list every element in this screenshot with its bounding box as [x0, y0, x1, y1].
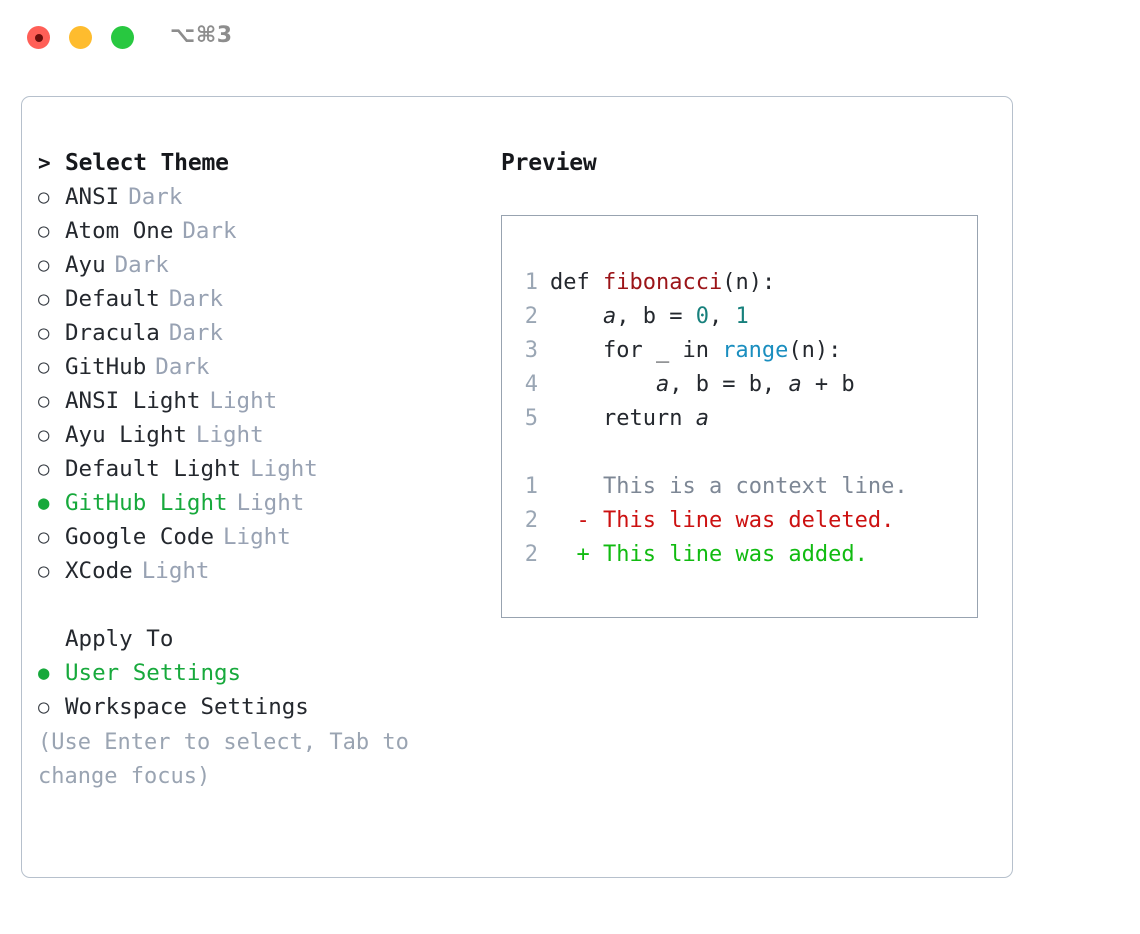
radio-unselected-icon: ○	[38, 322, 50, 344]
function-name: fibonacci	[602, 270, 723, 295]
radio-unselected-icon: ○	[38, 526, 50, 548]
traffic-light-buttons	[27, 26, 134, 49]
radio-unselected-icon: ○	[38, 424, 50, 446]
diff-marker: +	[576, 542, 590, 567]
theme-list-item[interactable]: ○ GitHub Dark	[38, 350, 478, 384]
code-line: 5 return a	[524, 402, 977, 436]
theme-variant-tag: Dark	[182, 218, 237, 244]
radio-selected-icon: ●	[38, 662, 50, 684]
minimize-button[interactable]	[69, 26, 92, 49]
apply-to-label: Workspace Settings	[65, 694, 309, 720]
theme-list-item[interactable]: ○ Ayu Dark	[38, 248, 478, 282]
radio-selected-icon: ●	[38, 492, 50, 514]
line-number: 1	[524, 270, 538, 295]
diff-marker	[577, 474, 590, 499]
theme-label: Dracula	[65, 320, 160, 346]
zoom-button[interactable]	[111, 26, 134, 49]
theme-list-item[interactable]: ○ Default Dark	[38, 282, 478, 316]
theme-label: GitHub	[65, 354, 147, 380]
builtin-name: range	[722, 338, 789, 363]
caret-icon: >	[38, 151, 51, 175]
apply-to-item[interactable]: ○ Workspace Settings	[38, 690, 478, 724]
theme-variant-tag: Dark	[114, 252, 169, 278]
theme-label: Default Light	[65, 456, 242, 482]
close-button[interactable]	[27, 26, 50, 49]
theme-variant-tag: Light	[209, 388, 278, 414]
diff-text: This is a context line.	[603, 474, 908, 499]
theme-variant-tag: Light	[236, 490, 305, 516]
code-line: 4 a, b = b, a + b	[524, 368, 977, 402]
theme-variant-tag: Light	[195, 422, 264, 448]
theme-variant-tag: Dark	[168, 320, 224, 346]
theme-label: Default	[65, 286, 160, 312]
theme-label: Ayu Light	[65, 422, 187, 448]
keyboard-hint: (Use Enter to select, Tab to change focu…	[38, 730, 423, 789]
radio-unselected-icon: ○	[38, 560, 50, 582]
line-number: 2	[524, 508, 538, 533]
diff-line-deleted: 2 - This line was deleted.	[524, 504, 977, 538]
theme-list-item[interactable]: ○ XCode Light	[38, 554, 478, 588]
radio-unselected-icon: ○	[38, 254, 50, 276]
code-diff-separator	[524, 436, 977, 470]
theme-label: Google Code	[65, 524, 215, 550]
diff-marker: -	[576, 508, 590, 533]
theme-variant-tag: Dark	[155, 354, 210, 380]
radio-unselected-icon: ○	[38, 356, 50, 378]
apply-to-title: Apply To	[65, 626, 174, 652]
radio-unselected-icon: ○	[38, 458, 50, 480]
line-number: 2	[524, 304, 538, 329]
theme-variant-tag: Light	[250, 456, 318, 482]
theme-variant-tag: Light	[141, 558, 210, 584]
apply-to-item-selected[interactable]: ● User Settings	[38, 656, 478, 690]
apply-to-label: User Settings	[65, 660, 242, 686]
theme-list-title: > Select Theme	[38, 146, 478, 180]
theme-label: XCode	[65, 558, 133, 584]
theme-label: ANSI Light	[65, 388, 201, 414]
main-panel: > Select Theme ○ ANSI Dark ○ Atom One Da…	[21, 96, 1013, 878]
theme-variant-tag: Dark	[128, 184, 183, 210]
code-line: 3 for _ in range(n):	[524, 334, 977, 368]
apply-to-heading: Apply To	[38, 622, 478, 656]
shortcut-label: ⌥⌘3	[170, 23, 233, 48]
diff-text: This line was deleted.	[603, 508, 895, 533]
theme-label: GitHub Light	[65, 490, 228, 516]
theme-selection-column: > Select Theme ○ ANSI Dark ○ Atom One Da…	[38, 146, 478, 724]
theme-list-item[interactable]: ○ Atom One Dark	[38, 214, 478, 248]
theme-variant-tag: Light	[223, 524, 291, 550]
diff-text: This line was added.	[603, 542, 868, 567]
line-number: 3	[524, 338, 538, 363]
radio-unselected-icon: ○	[38, 220, 50, 242]
radio-unselected-icon: ○	[38, 288, 50, 310]
line-number: 2	[524, 542, 538, 567]
title-bar: ⌥⌘3	[0, 0, 1140, 78]
theme-list-item[interactable]: ○ Default Light Light	[38, 452, 478, 486]
radio-unselected-icon: ○	[38, 186, 50, 208]
theme-list-item[interactable]: ○ Ayu Light Light	[38, 418, 478, 452]
radio-unselected-icon: ○	[38, 390, 50, 412]
theme-list-item[interactable]: ○ ANSI Light Light	[38, 384, 478, 418]
radio-unselected-icon: ○	[38, 696, 50, 718]
theme-list-item[interactable]: ○ Google Code Light	[38, 520, 478, 554]
theme-variant-tag: Dark	[168, 286, 224, 312]
line-number: 4	[524, 372, 538, 397]
code-line: 2 a, b = 0, 1	[524, 300, 977, 334]
page-title: Select Theme	[65, 150, 229, 176]
theme-label: Atom One	[65, 218, 174, 244]
preview-title: Preview	[501, 150, 597, 176]
theme-label: Ayu	[65, 252, 106, 278]
theme-list-item-selected[interactable]: ● GitHub Light Light	[38, 486, 478, 520]
theme-label: ANSI	[65, 184, 120, 210]
diff-line-added: 2 + This line was added.	[524, 538, 977, 572]
theme-list-item[interactable]: ○ ANSI Dark	[38, 180, 478, 214]
theme-list-item[interactable]: ○ Dracula Dark	[38, 316, 478, 350]
line-number: 5	[524, 406, 538, 431]
diff-line-context: 1 This is a context line.	[524, 470, 977, 504]
line-number: 1	[524, 474, 538, 499]
